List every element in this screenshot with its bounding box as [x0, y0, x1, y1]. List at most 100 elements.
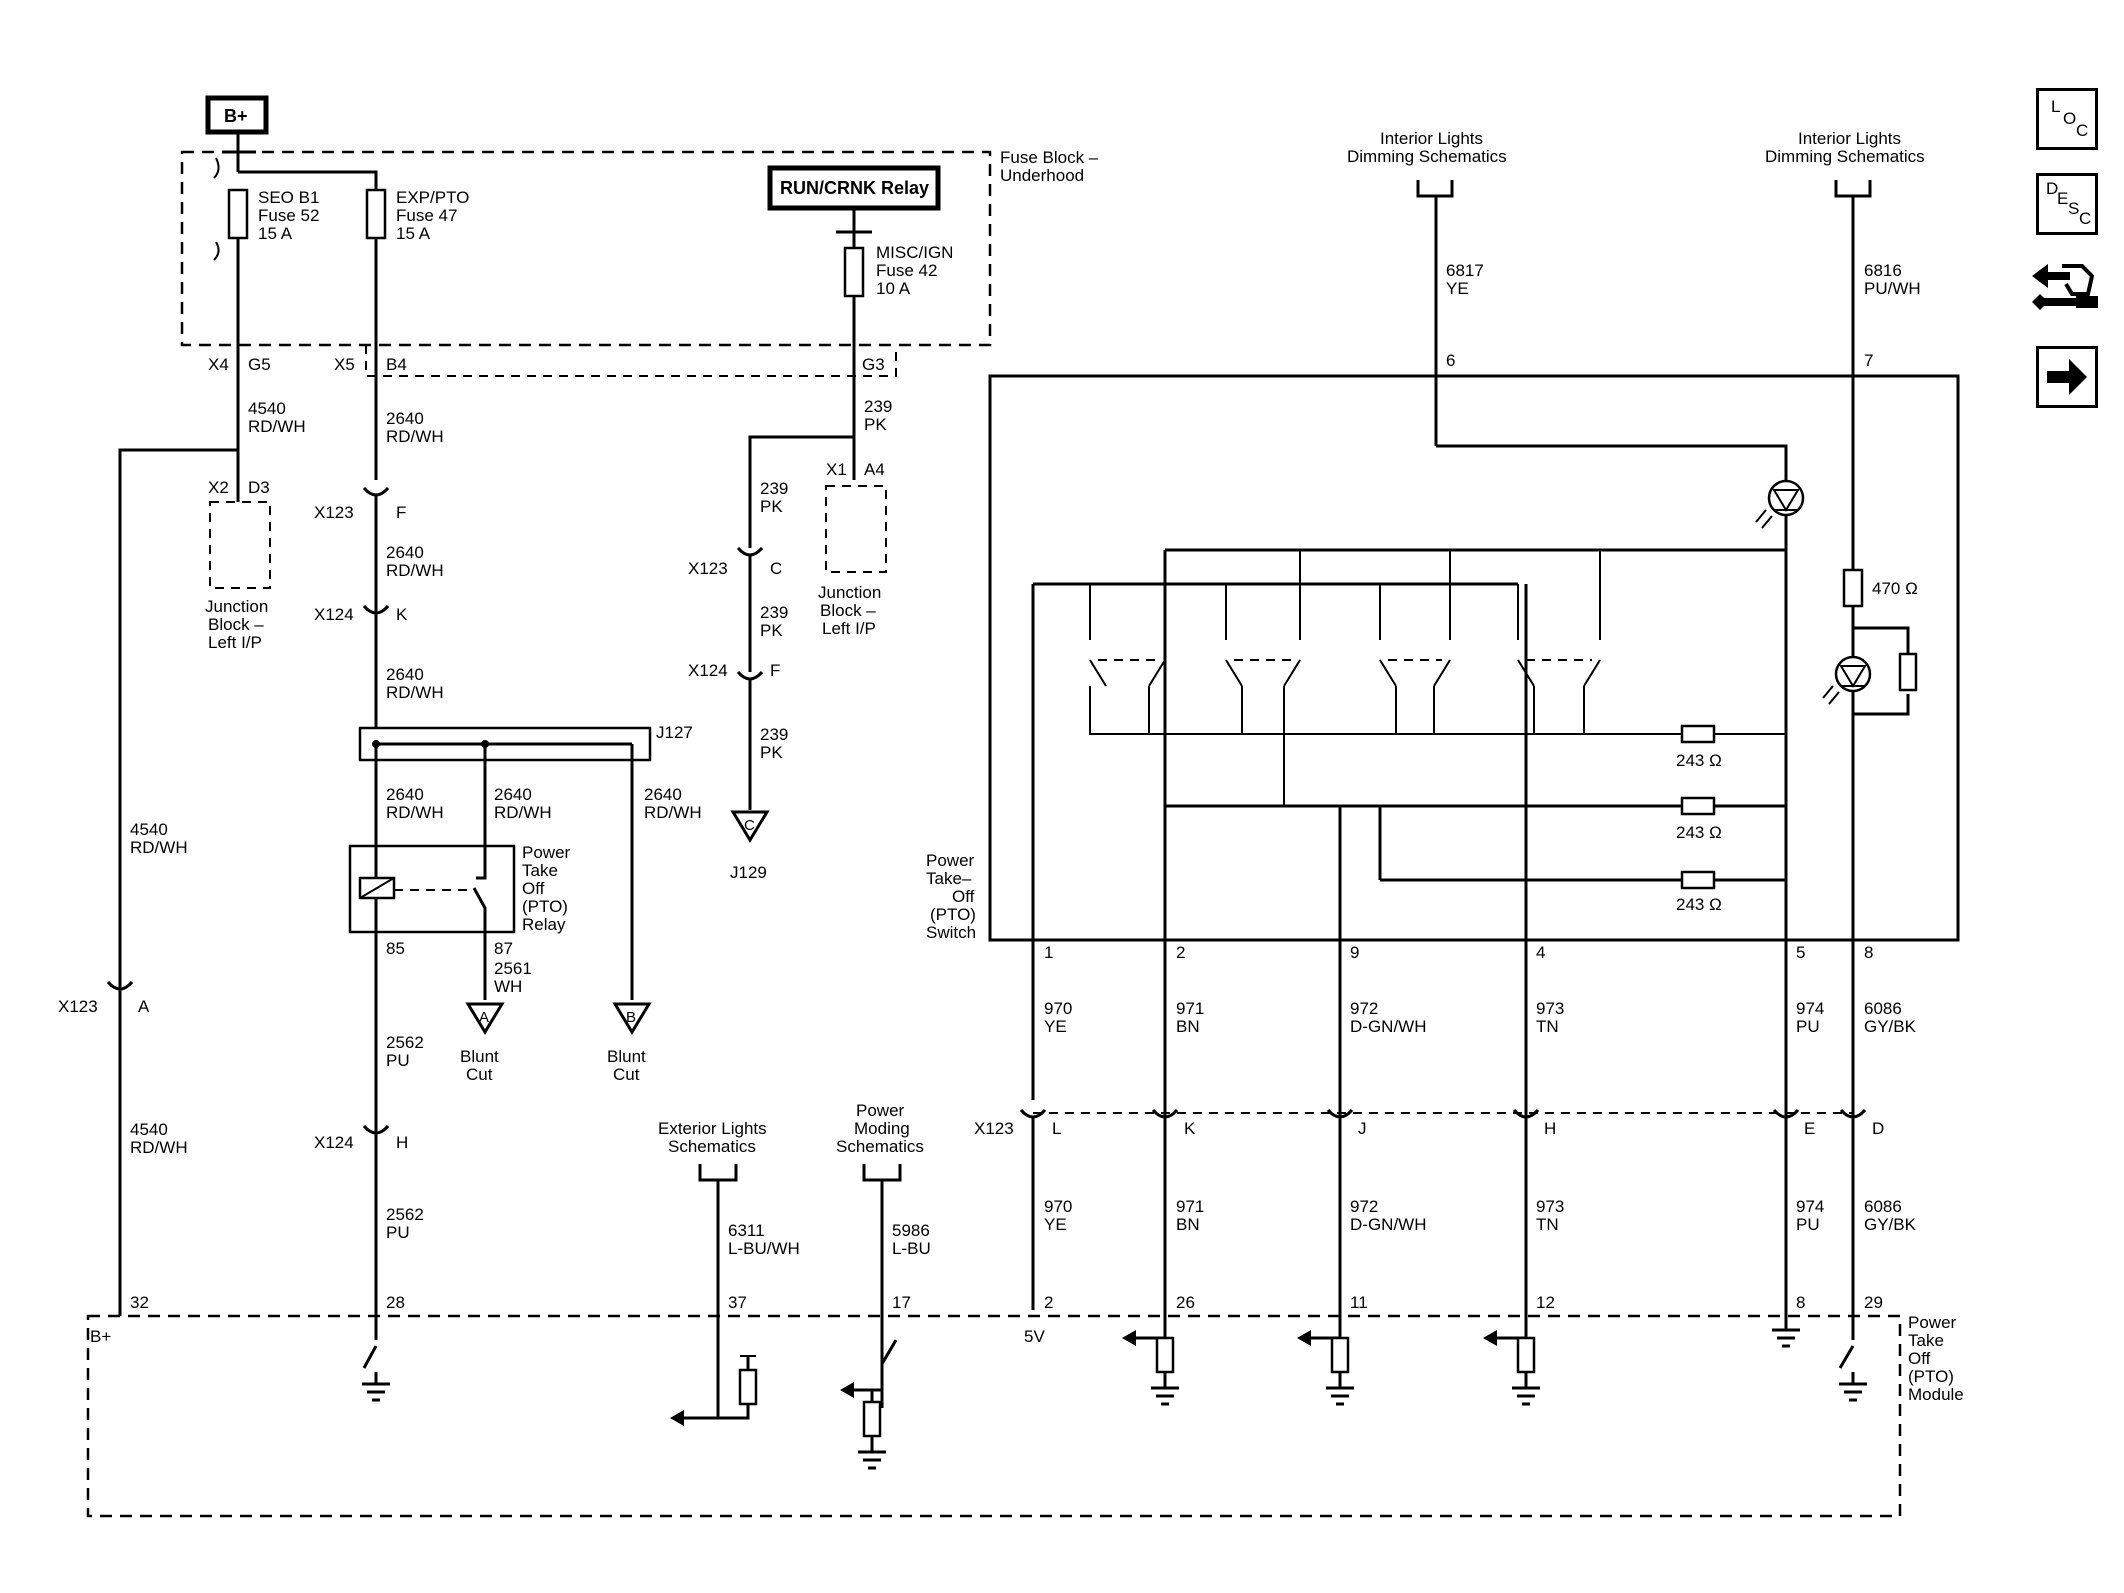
- module-pin-28: 28: [386, 1293, 405, 1312]
- x124-f-pin: F: [770, 661, 780, 680]
- x123-c-conn: X123: [688, 559, 728, 578]
- w4540-number-c: 4540: [130, 1120, 168, 1139]
- junction-block-left-ip-2: [825, 485, 887, 573]
- blunt-cut-a-label-2: Cut: [466, 1065, 493, 1084]
- pin-d3: D3: [248, 478, 270, 497]
- pulldown-resistor-26: [1155, 1336, 1175, 1374]
- w974-color-b: PU: [1796, 1215, 1820, 1234]
- w6311-number: 6311: [728, 1221, 765, 1240]
- module-pin-17: 17: [892, 1293, 911, 1312]
- w2640-number-e: 2640: [494, 785, 532, 804]
- conn-x5: X5: [334, 355, 355, 374]
- pin-b4: B4: [386, 355, 407, 374]
- pto-module-label-2: Take: [1908, 1331, 1944, 1350]
- w970-color-a: YE: [1044, 1017, 1067, 1036]
- x123-c-pin: C: [770, 559, 782, 578]
- w5986-color: L-BU: [892, 1239, 931, 1258]
- w4540-number-a: 4540: [248, 399, 286, 418]
- w2640-number-f: 2640: [644, 785, 682, 804]
- fuse-block-title-1: Fuse Block –: [1000, 148, 1099, 167]
- w971-color-b: BN: [1176, 1215, 1200, 1234]
- pto-relay-label-1: Power: [522, 843, 571, 862]
- pulldown-resistor-17: [862, 1400, 882, 1438]
- blunt-cut-b: [612, 1002, 652, 1035]
- module-pin-8: 8: [1796, 1293, 1805, 1312]
- module-pin-26: 26: [1176, 1293, 1195, 1312]
- pin-g5: G5: [248, 355, 271, 374]
- junction-block-left-ip-1: [209, 501, 271, 589]
- description-button[interactable]: D E S C: [2036, 173, 2098, 235]
- switch-pin-2: 2: [1176, 943, 1185, 962]
- pto-module-label-3: Off: [1908, 1349, 1931, 1368]
- pto-relay-label-4: (PTO): [522, 897, 568, 916]
- j127-label: J127: [656, 723, 693, 742]
- w2561-number: 2561: [494, 959, 532, 978]
- w972-number-a: 972: [1350, 999, 1378, 1018]
- switch-pin-4: 4: [1536, 943, 1545, 962]
- fuse47-number: Fuse 47: [396, 206, 457, 225]
- interior-ref-2-line1: Interior Lights: [1798, 129, 1901, 148]
- switch-pin-7: 7: [1864, 351, 1873, 370]
- fuse52-rating: 15 A: [258, 224, 293, 243]
- w6086-number-a: 6086: [1864, 999, 1902, 1018]
- resistor-243-b-label: 243 Ω: [1676, 823, 1722, 842]
- resistor-470-label: 470 Ω: [1872, 579, 1918, 598]
- x123-pin-h: H: [1544, 1119, 1556, 1138]
- jb-label-2c: Left I/P: [822, 619, 876, 638]
- w4540-color-c: RD/WH: [130, 1138, 188, 1157]
- w6816-number: 6816: [1864, 261, 1902, 280]
- exterior-ref-2: Schematics: [668, 1137, 756, 1156]
- arrow-right-icon: [2047, 359, 2087, 395]
- pto-module-label-4: (PTO): [1908, 1367, 1954, 1386]
- fuse-47: [365, 188, 387, 240]
- x123-a-pin: A: [138, 997, 150, 1016]
- connector-view-icon[interactable]: [2026, 254, 2106, 324]
- x123-row-conn: X123: [974, 1119, 1014, 1138]
- module-pin-11: 11: [1350, 1293, 1368, 1312]
- resistor-470: [1842, 568, 1864, 608]
- location-button[interactable]: L O C: [2036, 88, 2098, 150]
- next-page-button[interactable]: [2036, 346, 2098, 408]
- blunt-cut-b-label-2: Cut: [613, 1065, 640, 1084]
- loc-letter-c: C: [2076, 121, 2089, 140]
- w971-color-a: BN: [1176, 1017, 1200, 1036]
- pto-switch-label-2: Take–: [926, 869, 972, 888]
- pto-switch: [988, 374, 1960, 942]
- w6086-color-b: GY/BK: [1864, 1215, 1917, 1234]
- desc-letter-d: D: [2046, 179, 2059, 198]
- w2640-color-d: RD/WH: [386, 803, 444, 822]
- moding-ref-2: Moding: [854, 1119, 910, 1138]
- x123-pin-j: J: [1358, 1119, 1367, 1138]
- w973-number-a: 973: [1536, 999, 1564, 1018]
- w6086-number-b: 6086: [1864, 1197, 1902, 1216]
- w2640-color-f: RD/WH: [644, 803, 702, 822]
- fuse47-rating: 15 A: [396, 224, 431, 243]
- module-pin-2: 2: [1044, 1293, 1053, 1312]
- pullup-resistor-37: [738, 1368, 758, 1406]
- w2561-color: WH: [494, 977, 522, 996]
- w972-color-b: D-GN/WH: [1350, 1215, 1426, 1234]
- blunt-cut-b-label-1: Blunt: [607, 1047, 646, 1066]
- module-pin-32: 32: [130, 1293, 149, 1312]
- w4540-number-b: 4540: [130, 820, 168, 839]
- moding-ref-3: Schematics: [836, 1137, 924, 1156]
- x123-pin-k: K: [1184, 1119, 1196, 1138]
- x124-h-conn: X124: [314, 1133, 354, 1152]
- interior-ref-1-line2: Dimming Schematics: [1347, 147, 1507, 166]
- x124-k-conn: X124: [314, 605, 354, 624]
- led-bypass-resistor: [1898, 652, 1918, 692]
- pin-g3: G3: [862, 355, 885, 374]
- module-output-switch-29: [1838, 1316, 1855, 1384]
- w2640-number-a: 2640: [386, 409, 424, 428]
- fuse42-rating: 10 A: [876, 279, 911, 298]
- w6311-color: L-BU/WH: [728, 1239, 800, 1258]
- w2640-number-d: 2640: [386, 785, 424, 804]
- relay-pin-85: 85: [386, 939, 405, 958]
- j129-label: J129: [730, 863, 767, 882]
- w2562-color-b: PU: [386, 1223, 410, 1242]
- ground-icon: [1326, 1372, 1354, 1406]
- x123-pin-d: D: [1872, 1119, 1884, 1138]
- w239-number-c: 239: [760, 603, 788, 622]
- blunt-cut-a-letter: A: [479, 1009, 489, 1026]
- x123-a-conn: X123: [58, 997, 98, 1016]
